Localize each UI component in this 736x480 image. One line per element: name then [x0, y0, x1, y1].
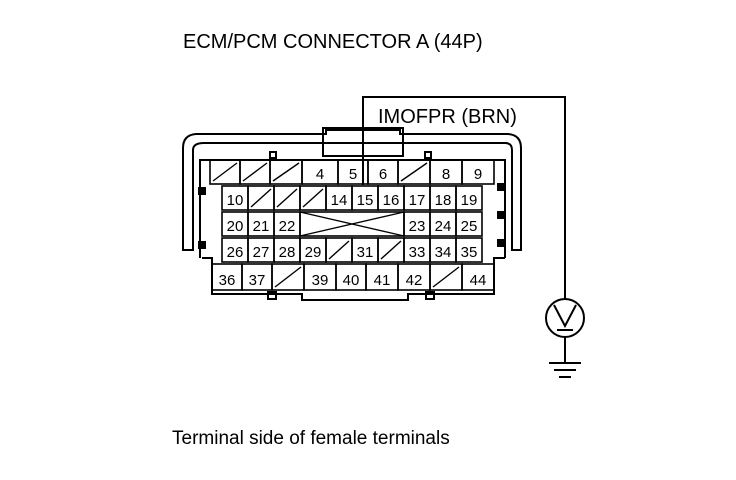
wire-label: IMOFPR (BRN)	[378, 106, 517, 128]
empty-terminal-cell	[239, 159, 271, 185]
terminal-cell: 29	[299, 237, 327, 263]
terminal-number: 36	[219, 272, 236, 289]
terminal-number: 33	[409, 244, 426, 261]
terminal-cell: 6	[367, 159, 399, 185]
diagram-caption: Terminal side of female terminals	[172, 428, 450, 449]
terminal-cell: 25	[455, 211, 483, 237]
terminal-cell: 10	[221, 185, 249, 211]
terminal-cell: 40	[335, 263, 367, 291]
terminal-number: 34	[435, 244, 452, 261]
empty-terminal-cell	[325, 237, 353, 263]
terminal-number: 21	[253, 218, 270, 235]
terminal-number: 16	[383, 192, 400, 209]
empty-terminal-cell	[247, 185, 275, 211]
terminal-number: 9	[474, 166, 482, 183]
terminal-cell: 23	[403, 211, 431, 237]
ground-icon	[549, 362, 581, 378]
terminal-number: 18	[435, 192, 452, 209]
terminal-cell: 31	[351, 237, 379, 263]
empty-terminal-cell	[429, 263, 463, 291]
terminal-cell: 42	[397, 263, 431, 291]
terminal-cell: 8	[429, 159, 463, 185]
terminal-number: 15	[357, 192, 374, 209]
terminal-number: 31	[357, 244, 374, 261]
terminal-number: 14	[331, 192, 348, 209]
terminal-cell: 9	[461, 159, 495, 185]
empty-terminal-cell	[269, 159, 303, 185]
terminal-number: 6	[379, 166, 387, 183]
terminal-number: 26	[227, 244, 244, 261]
terminal-number: 29	[305, 244, 322, 261]
terminal-number: 10	[227, 192, 244, 209]
terminal-cell: 19	[455, 185, 483, 211]
terminal-cell: 4	[301, 159, 339, 185]
terminal-cell: 15	[351, 185, 379, 211]
terminal-cell: 35	[455, 237, 483, 263]
terminal-number: 8	[442, 166, 450, 183]
terminal-number: 22	[279, 218, 296, 235]
terminal-number: 41	[374, 272, 391, 289]
terminal-number: 19	[461, 192, 478, 209]
terminal-cell: 44	[461, 263, 495, 291]
terminal-number: 37	[249, 272, 266, 289]
terminal-number: 17	[409, 192, 426, 209]
terminal-number: 28	[279, 244, 296, 261]
terminal-cell: 22	[273, 211, 301, 237]
terminal-number: 35	[461, 244, 478, 261]
terminal-cell: 17	[403, 185, 431, 211]
terminal-number: 20	[227, 218, 244, 235]
terminal-number: 25	[461, 218, 478, 235]
terminal-cell: 34	[429, 237, 457, 263]
terminal-cell: 28	[273, 237, 301, 263]
terminal-number: 5	[349, 166, 357, 183]
terminal-cell: 39	[303, 263, 337, 291]
terminal-number: 27	[253, 244, 270, 261]
voltmeter-icon	[545, 298, 585, 338]
terminal-number: 40	[343, 272, 360, 289]
empty-terminal-cell	[271, 263, 305, 291]
empty-terminal-cell	[397, 159, 431, 185]
terminal-cell: 14	[325, 185, 353, 211]
terminal-cell: 21	[247, 211, 275, 237]
terminal-number: 23	[409, 218, 426, 235]
terminal-cell: 27	[247, 237, 275, 263]
empty-terminal-cell	[299, 185, 327, 211]
terminal-cell: 36	[211, 263, 243, 291]
terminal-cell: 24	[429, 211, 457, 237]
terminal-cell: 20	[221, 211, 249, 237]
terminal-grid: 4 5 6 8 9 10 14 15 16 17 18 19 20 21 22 23 24 25 26 27 28 29 3…	[209, 159, 495, 291]
diagram-title: ECM/PCM CONNECTOR A (44P)	[183, 31, 483, 53]
terminal-number: 44	[470, 272, 487, 289]
terminal-number: 24	[435, 218, 452, 235]
terminal-cell: 18	[429, 185, 457, 211]
terminal-cell: 41	[365, 263, 399, 291]
terminal-cell: 33	[403, 237, 431, 263]
empty-terminal-cell	[209, 159, 241, 185]
terminal-cell: 16	[377, 185, 405, 211]
terminal-number: 4	[316, 166, 324, 183]
terminal-number: 42	[406, 272, 423, 289]
terminal-cell: 26	[221, 237, 249, 263]
empty-terminal-cell	[273, 185, 301, 211]
probe-wire	[362, 96, 566, 363]
unused-block	[299, 211, 405, 237]
terminal-number: 39	[312, 272, 329, 289]
terminal-cell: 37	[241, 263, 273, 291]
empty-terminal-cell	[377, 237, 405, 263]
